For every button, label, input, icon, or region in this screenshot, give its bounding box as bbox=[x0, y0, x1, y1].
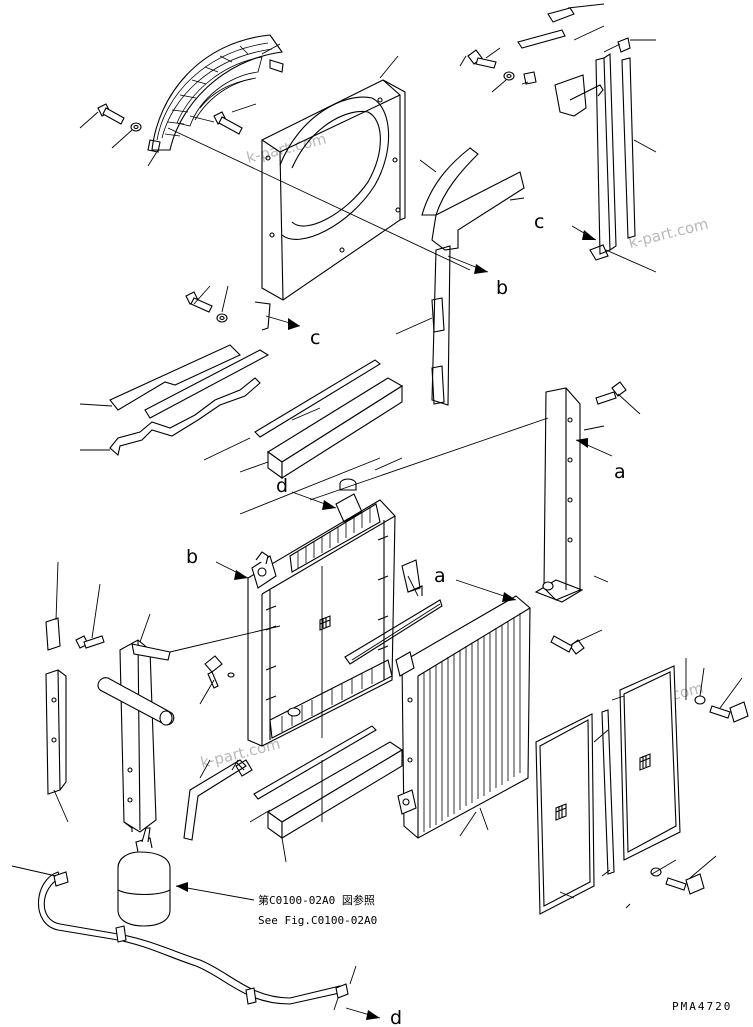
wing-bolt-1 bbox=[694, 695, 749, 723]
wing-bolt-2 bbox=[650, 867, 705, 895]
right-support bbox=[534, 387, 584, 603]
oil-cooler bbox=[395, 595, 531, 839]
bolt-2 bbox=[213, 111, 243, 135]
side-baffle bbox=[421, 147, 525, 406]
hose-clip bbox=[235, 759, 253, 777]
reference-note-japanese: 第C0100-02A0 図参照 bbox=[258, 893, 375, 907]
callout-d-top: d bbox=[276, 475, 288, 497]
bolt-4 bbox=[185, 291, 228, 323]
callout-b-left: b bbox=[186, 546, 198, 568]
overflow-hose bbox=[183, 759, 247, 841]
left-bracket bbox=[45, 617, 67, 795]
seal-strip bbox=[601, 709, 615, 875]
arrows bbox=[175, 225, 613, 1020]
reserve-tank bbox=[117, 827, 171, 927]
fan-shroud bbox=[261, 79, 406, 301]
lower-bracket-c bbox=[109, 301, 271, 419]
upper-foam-seal bbox=[254, 359, 404, 480]
rubber-seal bbox=[109, 377, 261, 457]
callouts: b c c a d b a d bbox=[186, 211, 626, 1027]
watermark-2: k-part.com bbox=[627, 215, 711, 252]
upper-right-bracket bbox=[517, 7, 636, 261]
callout-d-bottom: d bbox=[390, 1007, 402, 1027]
callout-c-top: c bbox=[534, 211, 544, 233]
small-bracket bbox=[401, 559, 423, 596]
outer-screen bbox=[619, 665, 681, 861]
drain-cock bbox=[204, 655, 235, 689]
bolt-6 bbox=[550, 635, 585, 655]
bolt-1 bbox=[97, 103, 142, 132]
leader-lines bbox=[11, 3, 743, 1011]
lower-foam-seal bbox=[253, 725, 404, 840]
tank-hose bbox=[37, 871, 349, 1005]
radiator bbox=[247, 478, 443, 747]
bolt-3 bbox=[467, 49, 537, 85]
bolt-7 bbox=[75, 635, 105, 649]
callout-a-mid: a bbox=[434, 565, 446, 587]
reference-note-english: See Fig.C0100-02A0 bbox=[258, 914, 377, 927]
callout-b-top: b bbox=[496, 277, 508, 299]
callout-a-right: a bbox=[614, 461, 626, 483]
left-support bbox=[97, 639, 175, 833]
bolt-5 bbox=[595, 381, 627, 405]
inner-screen bbox=[535, 713, 595, 915]
callout-c-left: c bbox=[310, 327, 320, 349]
drawing-code: PMA4720 bbox=[672, 1000, 732, 1013]
fan-guard bbox=[147, 34, 284, 153]
